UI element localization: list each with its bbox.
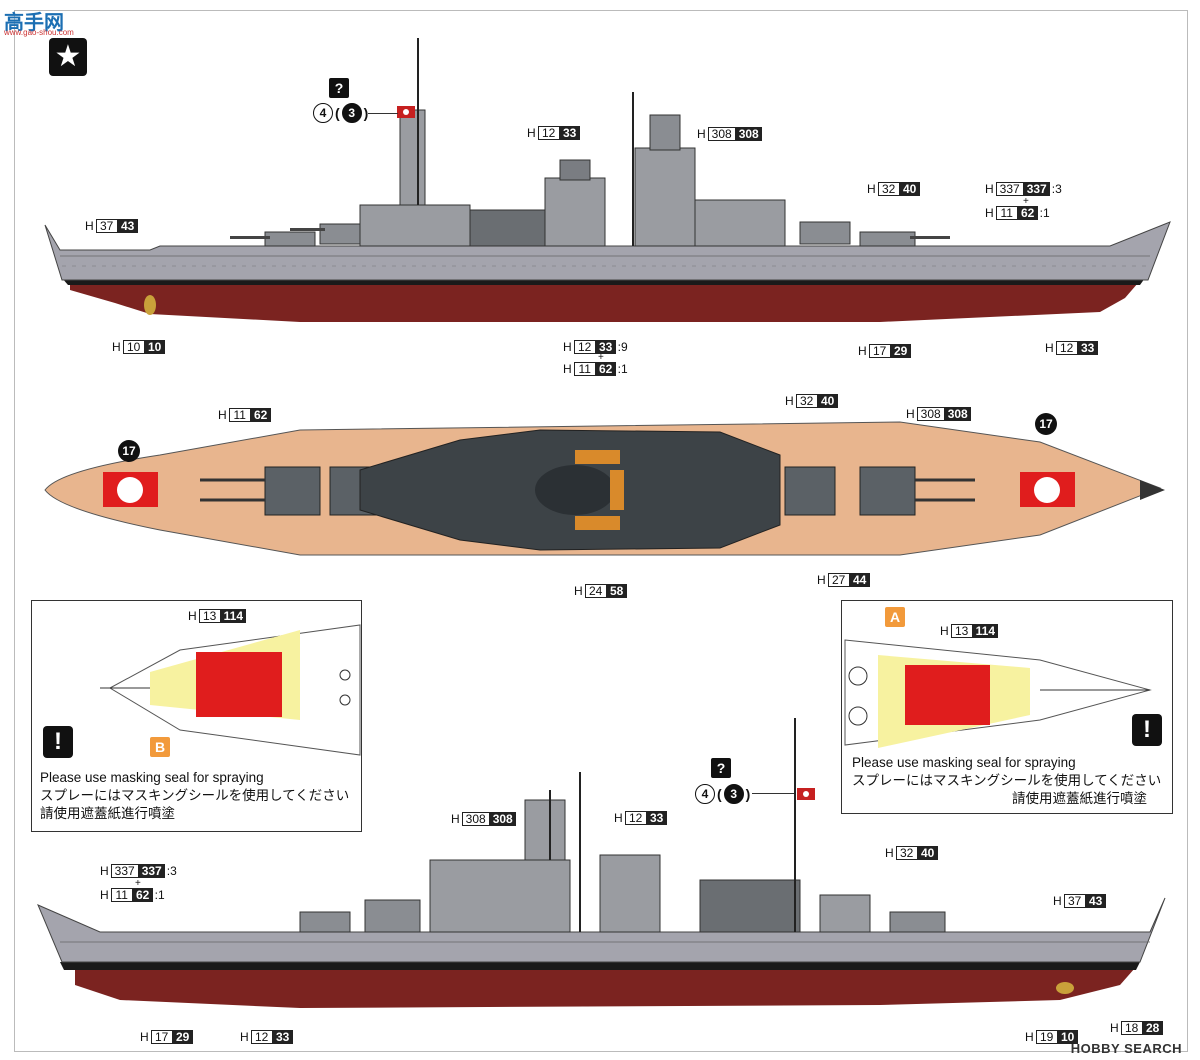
masking-note-right-en: Please use masking seal for spraying: [852, 755, 1076, 770]
turret-a: [264, 231, 316, 247]
masking-note-left-zh: 請使用遮蓋紙進行噴塗: [40, 806, 175, 821]
forward-superstructure: [359, 204, 471, 247]
question-mark-icon: ?: [329, 78, 349, 98]
watermark-logo: 高手网: [4, 12, 64, 34]
masking-note-left-ja: スプレーにはマスキングシールを使用してください: [40, 788, 350, 803]
turret-c: [799, 221, 851, 245]
instruction-sheet-frame: [14, 10, 1188, 1052]
flag-code-top: 4(3): [313, 103, 368, 123]
watermark-url: www.gao-shou.com: [4, 28, 74, 37]
zone-a-tag: A: [885, 607, 905, 627]
funnel: [634, 147, 696, 247]
code-3: 3: [341, 103, 362, 123]
question-mark-icon-bottom: ?: [711, 758, 731, 778]
plan-view: [44, 421, 1165, 556]
flag-code-bottom: 4(3): [695, 784, 750, 804]
zone-b-tag: B: [150, 737, 170, 757]
exclamation-icon: !: [43, 726, 73, 758]
masking-note-left-en: Please use masking seal for spraying: [40, 770, 264, 785]
mask-zone-red: [196, 652, 282, 717]
mask-zone-red-right: [905, 665, 990, 725]
marker-17-stern: 17: [1035, 413, 1057, 435]
exclamation-icon-right: !: [1132, 714, 1162, 746]
inset-left: [31, 600, 362, 832]
hull-lower-red-bottom: [75, 968, 1135, 1008]
side-view-bottom: [37, 718, 1166, 1008]
inset-right: [841, 600, 1173, 814]
star-icon: ★: [49, 38, 87, 76]
marker-17-bow: 17: [118, 440, 140, 462]
masking-note-right-ja: スプレーにはマスキングシールを使用してください: [852, 773, 1162, 788]
superstructure-bottom: [429, 859, 571, 933]
side-view-top: [44, 38, 1171, 322]
inset-right-drawing: [844, 639, 1152, 748]
masking-note-right-zh: 請使用遮蓋紙進行噴塗: [1012, 791, 1147, 806]
hull-upper-grey: [44, 221, 1171, 281]
inset-left-drawing: [100, 624, 361, 756]
hull-lower-red: [70, 283, 1138, 322]
code-4: 4: [313, 103, 333, 123]
hull-upper-grey-bottom: [37, 897, 1166, 963]
hobby-search-watermark: HOBBY SEARCH: [1070, 1041, 1182, 1056]
turret-d: [859, 231, 916, 247]
